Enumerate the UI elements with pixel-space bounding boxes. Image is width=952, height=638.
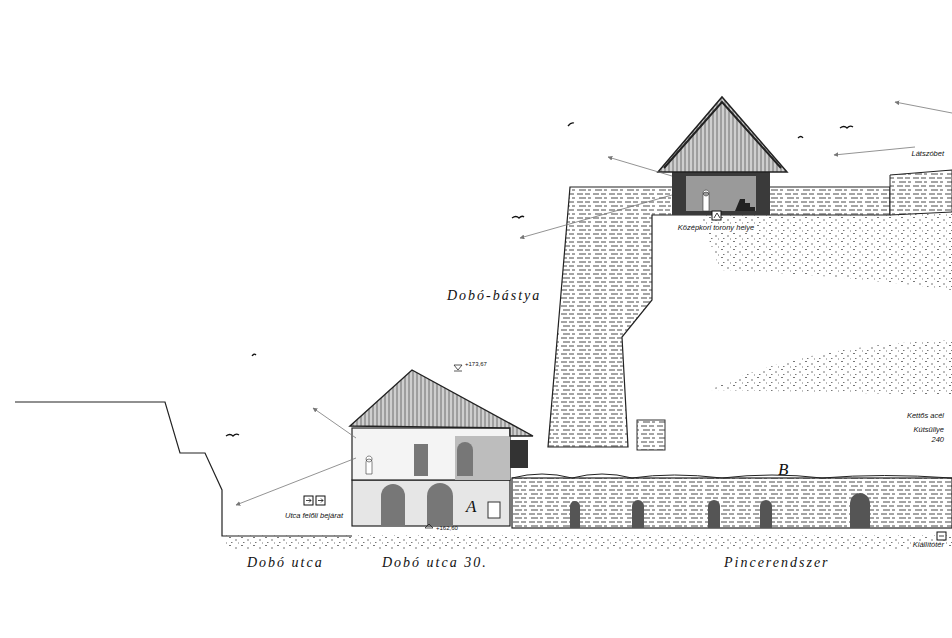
elevation-mark: +162,60: [436, 525, 458, 532]
bastion-wall: [548, 187, 890, 447]
stone-block: [637, 420, 665, 450]
house-arched-doors: [381, 483, 453, 526]
section-letter: A: [466, 497, 476, 517]
elevation-mark: +173,67: [465, 361, 487, 368]
house-room: [455, 436, 510, 480]
house-ground-floor: [352, 480, 510, 526]
entrance-label: Utca felőli bejárat: [283, 512, 345, 521]
structure-name: Dobó-bástya: [447, 288, 541, 304]
icons: [304, 211, 946, 540]
cellar-doors: [570, 493, 870, 528]
view-arrows: [236, 102, 952, 505]
place-label: Középkori torony helye: [676, 224, 756, 233]
roof-edge: [664, 102, 781, 168]
ground-hatch: [700, 205, 952, 290]
cellar-wall: [512, 478, 952, 528]
tower-base: [672, 172, 770, 215]
note-label: Kútsüllye: [912, 426, 946, 435]
wall-fragment: [890, 170, 952, 215]
room-label: Kiállítótér: [911, 541, 946, 550]
stairs: [735, 199, 755, 211]
tower-roof: [658, 97, 787, 172]
note-label: Látszóbet: [909, 150, 946, 159]
street-name: Dobó utca: [247, 555, 324, 571]
house-roof: [350, 370, 533, 436]
cellar-vault: [512, 474, 952, 478]
house-upper-floor: [352, 428, 510, 480]
person-figure: [366, 456, 372, 474]
section-letter: B: [778, 460, 788, 480]
birds: [226, 123, 853, 436]
ground-hatch: [710, 340, 952, 395]
note-label: Kettős acél: [905, 412, 946, 421]
person-figure: [703, 190, 709, 211]
door: [414, 444, 428, 476]
house-annex: [510, 440, 528, 468]
area-name: Pincerendszer: [724, 555, 830, 571]
door: [457, 442, 473, 476]
tower-interior: [686, 176, 756, 211]
ground-hatch: [225, 535, 952, 550]
dimension-label: 240: [929, 436, 946, 445]
window: [488, 502, 500, 518]
terrain-line: [15, 402, 352, 536]
address-label: Dobó utca 30.: [382, 555, 488, 571]
